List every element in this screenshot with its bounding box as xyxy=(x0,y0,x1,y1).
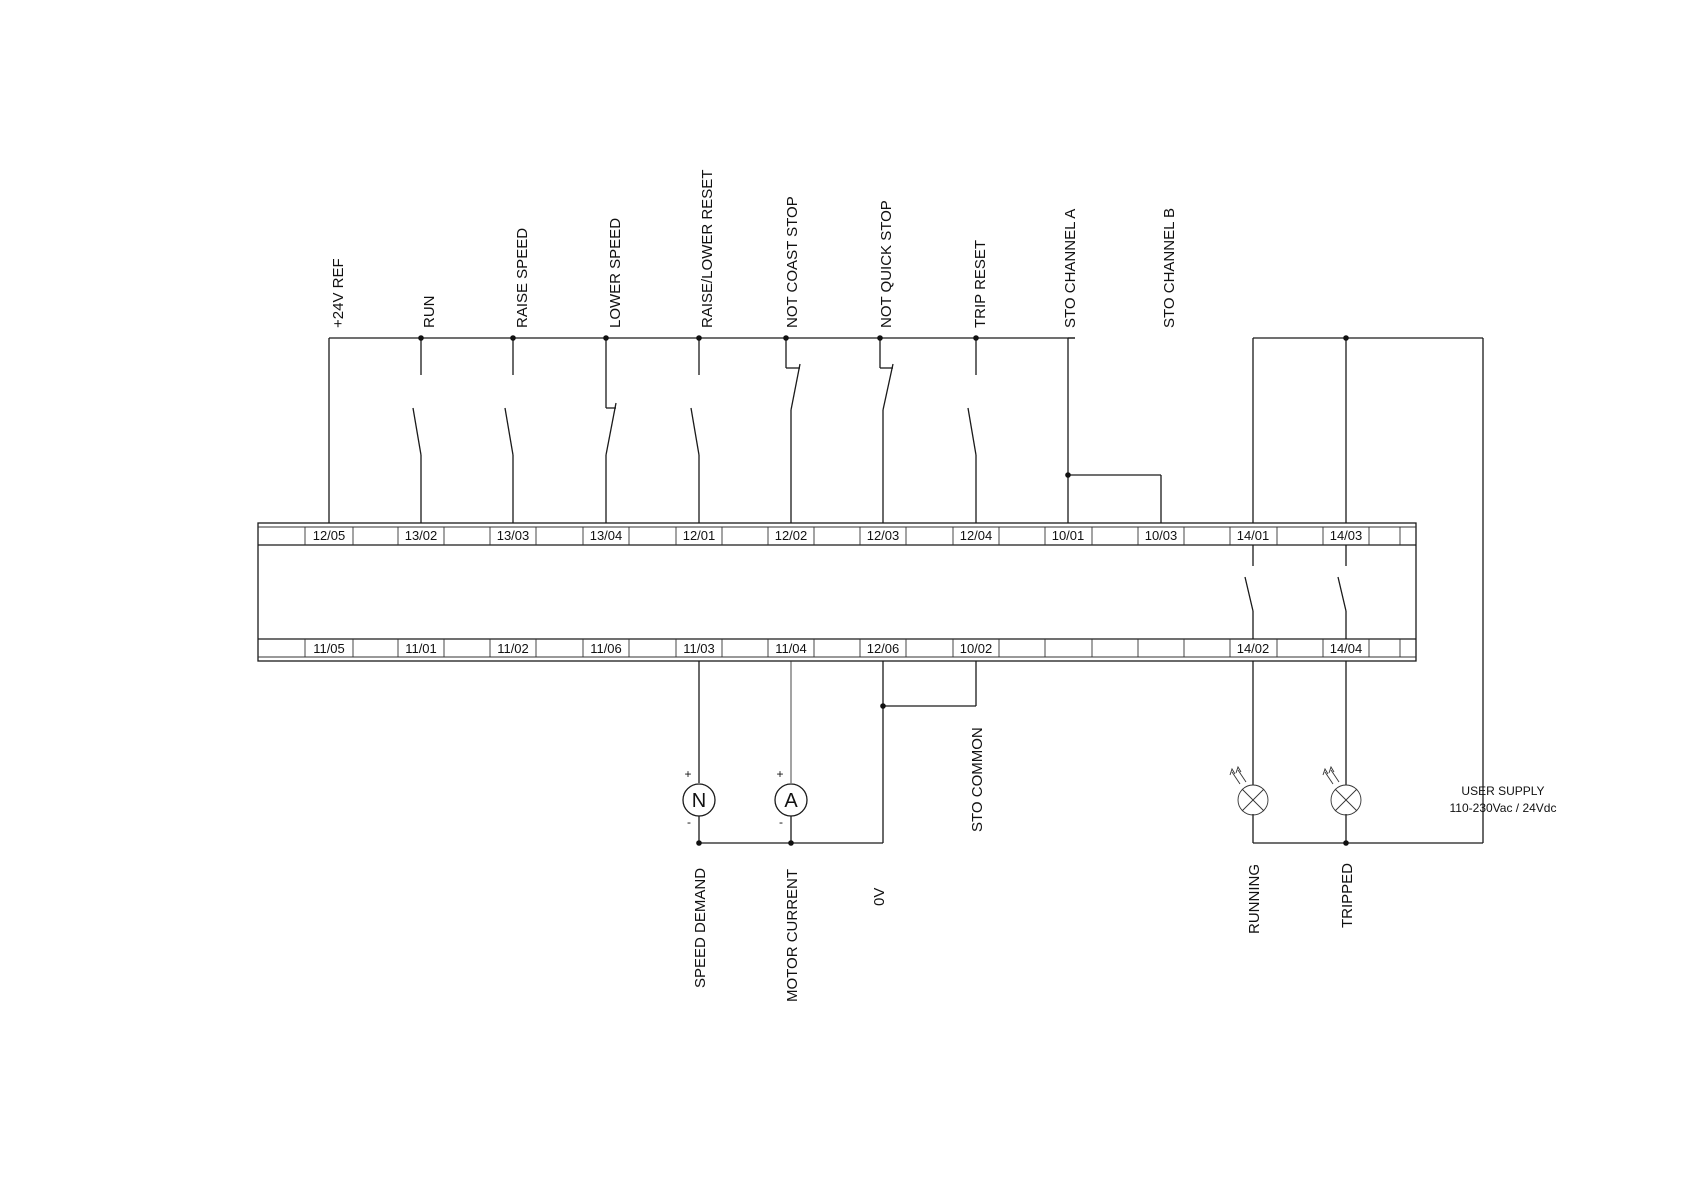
current-meter-plus: + xyxy=(776,767,783,781)
user-supply-voltage: 110-230Vac / 24Vdc xyxy=(1450,801,1557,815)
label-raise-lower-reset: RAISE/LOWER RESET xyxy=(699,170,716,328)
junction-dot xyxy=(603,335,609,341)
label-not-quick-stop: NOT QUICK STOP xyxy=(878,200,895,328)
terminal-top-1: 12/05 xyxy=(313,528,346,543)
terminal-block: 12/05 13/02 13/03 13/04 12/01 12/02 12/0… xyxy=(257,522,1417,662)
junction-dot xyxy=(1065,472,1071,478)
junction-dot xyxy=(973,335,979,341)
terminal-top-2: 13/02 xyxy=(405,528,438,543)
current-meter: A + - xyxy=(774,767,808,829)
terminal-top-10: 10/03 xyxy=(1145,528,1178,543)
current-meter-minus: - xyxy=(779,815,783,829)
label-speed-demand: SPEED DEMAND xyxy=(692,868,709,988)
label-not-coast-stop: NOT COAST STOP xyxy=(784,196,801,328)
terminal-top-9: 10/01 xyxy=(1052,528,1085,543)
terminal-bottom-11: 14/02 xyxy=(1237,641,1270,656)
label-raise-speed: RAISE SPEED xyxy=(514,228,531,328)
speed-meter: N + - xyxy=(682,767,716,829)
terminal-top-3: 13/03 xyxy=(497,528,530,543)
running-lamp xyxy=(1229,765,1269,816)
junction-dot xyxy=(783,335,789,341)
junction-dot xyxy=(418,335,424,341)
terminal-top-11: 14/01 xyxy=(1237,528,1270,543)
run-switch xyxy=(412,338,422,523)
lamp-icon xyxy=(1330,784,1362,816)
relay-contacts xyxy=(1244,545,1347,639)
terminal-top-5: 12/01 xyxy=(683,528,716,543)
terminal-bottom-4: 11/06 xyxy=(590,641,622,656)
current-meter-circle xyxy=(774,783,808,817)
terminal-bottom-1: 11/05 xyxy=(313,641,345,656)
terminal-bottom-2: 11/01 xyxy=(405,641,437,656)
speed-meter-plus: + xyxy=(684,767,691,781)
junction-dot xyxy=(696,335,702,341)
junction-dot xyxy=(510,335,516,341)
label-trip-reset: TRIP RESET xyxy=(972,240,989,328)
terminal-top-7: 12/03 xyxy=(867,528,900,543)
not-quick-stop-switch xyxy=(879,338,894,523)
terminal-top-4: 13/04 xyxy=(590,528,623,543)
label-motor-current: MOTOR CURRENT xyxy=(784,869,801,1002)
not-coast-stop-switch xyxy=(785,338,801,523)
terminal-bottom-3: 11/02 xyxy=(497,641,529,656)
terminal-bottom-8: 10/02 xyxy=(960,641,993,656)
raise-speed-switch xyxy=(504,338,514,523)
top-wiring xyxy=(328,335,1484,843)
label-tripped: TRIPPED xyxy=(1339,863,1356,928)
label-running: RUNNING xyxy=(1246,864,1263,934)
speed-meter-symbol: N xyxy=(692,790,706,812)
bottom-signal-labels: SPEED DEMAND MOTOR CURRENT 0V STO COMMON… xyxy=(692,727,1356,1002)
label-24v-ref: +24V REF xyxy=(330,258,347,328)
light-ray-icon xyxy=(1231,771,1241,785)
terminal-block-outline xyxy=(257,522,1417,662)
terminal-bottom-6: 11/04 xyxy=(775,641,807,656)
terminal-bottom-12: 14/04 xyxy=(1330,641,1363,656)
raise-lower-reset-switch xyxy=(690,338,700,523)
user-supply-title: USER SUPPLY xyxy=(1461,784,1544,798)
label-lower-speed: LOWER SPEED xyxy=(607,218,624,328)
terminal-top-8: 12/04 xyxy=(960,528,993,543)
terminal-bottom-5: 11/03 xyxy=(683,641,715,656)
label-run: RUN xyxy=(421,296,438,329)
bottom-wiring xyxy=(696,661,1483,846)
current-meter-symbol: A xyxy=(784,790,798,812)
label-sto-channel-b: STO CHANNEL B xyxy=(1161,208,1178,328)
sto-channel-wiring xyxy=(1067,337,1162,523)
label-sto-common: STO COMMON xyxy=(969,727,986,832)
lower-speed-switch xyxy=(605,338,617,523)
label-sto-channel-a: STO CHANNEL A xyxy=(1062,209,1079,328)
terminal-top-12: 14/03 xyxy=(1330,528,1363,543)
relay-supply-wiring xyxy=(1252,335,1484,843)
speed-meter-minus: - xyxy=(687,815,691,829)
speed-meter-circle xyxy=(682,783,716,817)
tripped-lamp xyxy=(1322,765,1362,816)
light-ray-icon xyxy=(1324,771,1334,785)
label-0v: 0V xyxy=(871,888,888,906)
terminal-bottom-7: 12/06 xyxy=(867,641,900,656)
junction-dot xyxy=(877,335,883,341)
trip-reset-switch xyxy=(967,338,977,523)
lamp-icon xyxy=(1237,784,1269,816)
terminal-top-6: 12/02 xyxy=(775,528,808,543)
user-supply-label: USER SUPPLY 110-230Vac / 24Vdc xyxy=(1450,784,1557,815)
top-signal-labels: +24V REF RUN RAISE SPEED LOWER SPEED RAI… xyxy=(330,170,1178,328)
